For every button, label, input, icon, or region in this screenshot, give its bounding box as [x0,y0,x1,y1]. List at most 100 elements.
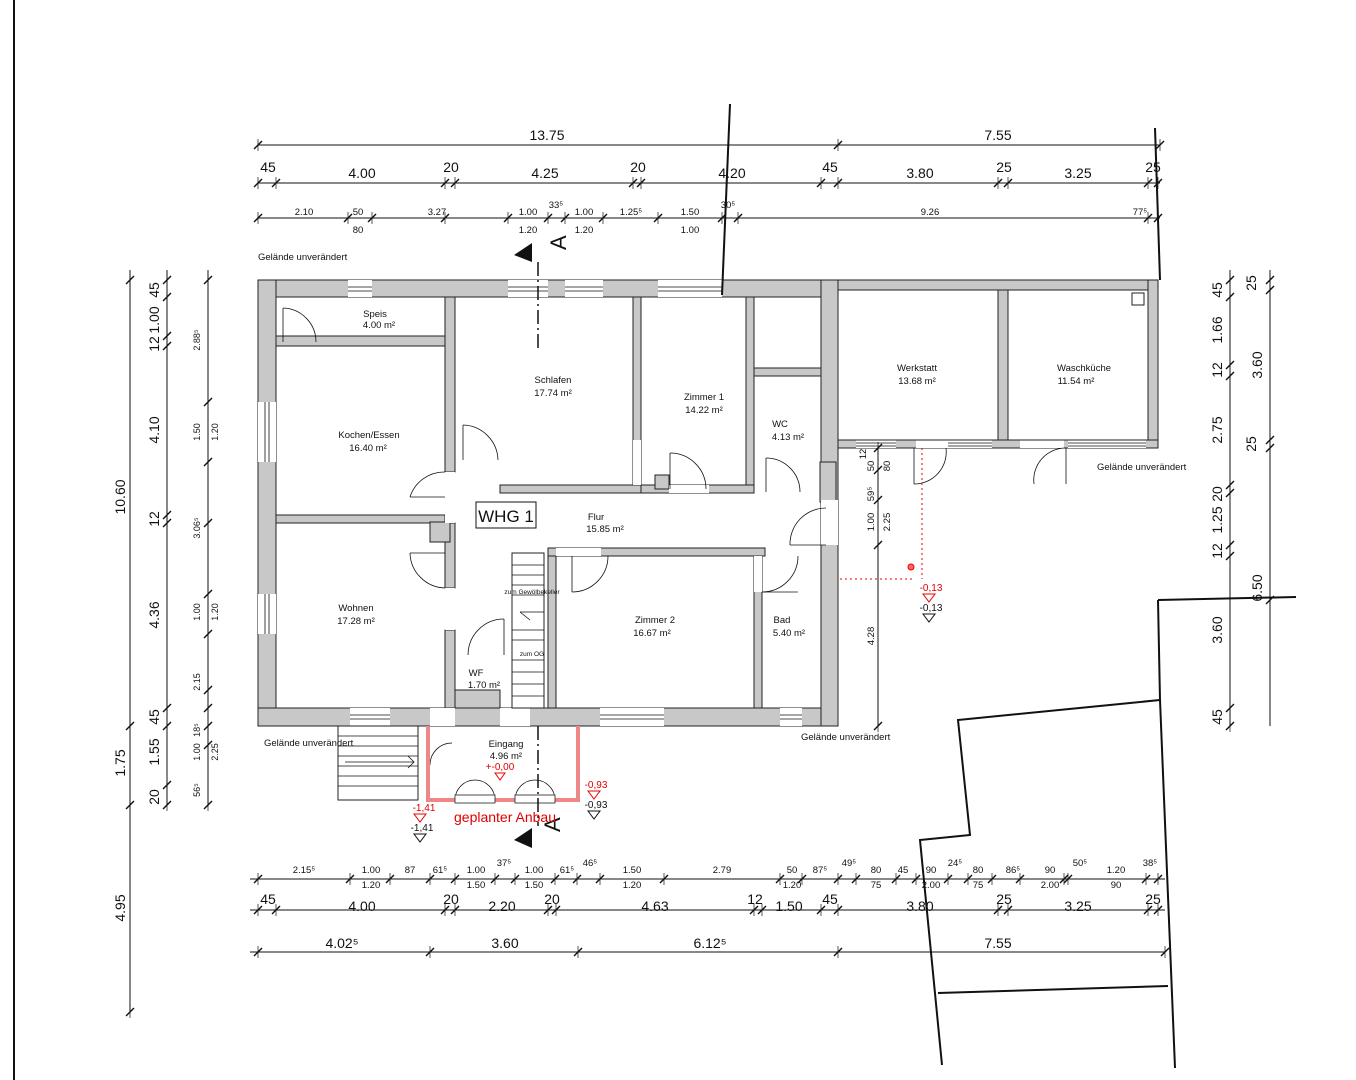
svg-text:4.28: 4.28 [866,627,877,646]
room-area-zimmer-2: 16.67 m² [633,628,671,639]
top-dims-row2: 45 4.00 20 4.25 20 4.20 45 3.80 25 3.25 … [260,159,1161,181]
svg-text:1.75: 1.75 [112,749,128,776]
room-name-kochen-essen: Kochen/Essen [338,430,399,441]
svg-text:1.50: 1.50 [681,207,700,218]
svg-text:25: 25 [1243,275,1259,291]
svg-text:1.20: 1.20 [1107,865,1126,876]
svg-text:6.12⁵: 6.12⁵ [693,935,726,951]
bottom-dims-row2: 45 4.00 20 2.20 20 4.63 12 1.50 45 3.80 … [260,891,1161,914]
stair-down-label: zum Gewölbekeller [504,589,560,596]
room-name-werkstatt: Werkstatt [897,363,937,374]
svg-text:90: 90 [926,865,937,876]
svg-text:80: 80 [871,865,882,876]
svg-text:2.88⁵: 2.88⁵ [192,329,202,351]
svg-text:1.50: 1.50 [775,898,802,914]
room-name-bad: Bad [774,615,791,626]
room-area-bad: 5.40 m² [773,628,805,639]
svg-text:45: 45 [822,159,838,175]
svg-text:18⁵: 18⁵ [192,723,202,737]
dim-top-total-right: 7.55 [984,127,1011,143]
svg-text:2.15: 2.15 [192,673,202,691]
terrain-label-top-left: Gelände unverändert [258,252,348,263]
svg-text:80: 80 [973,865,984,876]
svg-text:2.20: 2.20 [488,898,515,914]
svg-text:25: 25 [996,159,1012,175]
stairs: zum Gewölbekeller zum OG [337,552,560,801]
room-area-wc: 4.13 m² [772,432,804,443]
dimension-lines [129,144,1271,1012]
svg-text:3.25: 3.25 [1064,898,1091,914]
svg-text:6.50: 6.50 [1249,574,1265,601]
svg-text:4.02⁵: 4.02⁵ [325,935,358,951]
top-dims-row1: 13.75 7.55 [529,127,1011,143]
room-name-flur: Flur [588,512,604,523]
svg-text:2.75: 2.75 [1209,416,1225,443]
svg-text:45: 45 [1209,282,1225,298]
svg-text:1.00: 1.00 [519,207,538,218]
svg-text:4.20: 4.20 [718,165,745,181]
svg-text:61⁵: 61⁵ [560,865,575,876]
top-dims-row3: 2.10 50 80 3.27 1.00 1.20 33⁵ 1.00 1.20 … [295,200,1148,236]
level-markers: +-0,00 -1,41 -1,41 -0,93 -0,93 -0,13 -0,… [411,583,943,843]
svg-text:1.66: 1.66 [1209,316,1225,343]
room-name-wc: WC [772,419,788,430]
svg-text:12: 12 [858,449,869,460]
svg-text:45: 45 [1209,709,1225,725]
svg-text:37⁵: 37⁵ [497,858,512,869]
room-area-wohnen: 17.28 m² [337,616,375,627]
svg-text:45: 45 [146,282,162,298]
level-mid: -0,93 [585,800,608,811]
room-area-schlafen: 17.74 m² [534,388,572,399]
svg-text:10.60: 10.60 [112,479,128,514]
svg-text:1.00: 1.00 [192,743,202,761]
svg-text:12: 12 [146,336,162,352]
svg-text:38⁵: 38⁵ [1143,858,1158,869]
svg-text:1.25⁵: 1.25⁵ [620,207,642,218]
svg-text:4.00: 4.00 [348,898,375,914]
dimension-ticks [125,139,1275,1018]
svg-text:45: 45 [898,865,909,876]
svg-text:1.00: 1.00 [866,513,877,532]
svg-text:20: 20 [544,891,560,907]
svg-text:9.26: 9.26 [921,207,940,218]
svg-text:4.25: 4.25 [531,165,558,181]
right-dims-outer: 25 3.60 25 6.50 [1243,275,1265,602]
svg-text:1.00: 1.00 [192,603,202,621]
section-marker-bottom: A [514,726,565,848]
svg-text:45: 45 [146,709,162,725]
room-labels: Speis 4.00 m² Kochen/Essen 16.40 m² Schl… [337,309,1111,762]
stair-up-label: zum OG [520,651,544,658]
planned-extension-outline [426,448,923,804]
svg-text:2.00: 2.00 [922,880,941,891]
svg-text:1.00: 1.00 [525,865,544,876]
svg-text:1.50: 1.50 [525,880,544,891]
level-right-red: -0,13 [920,583,943,594]
svg-text:1.00: 1.00 [146,306,162,333]
svg-text:75: 75 [973,880,984,891]
svg-text:3.60: 3.60 [491,935,518,951]
terrain-label-bottom-right: Gelände unverändert [801,732,891,743]
svg-text:1.00: 1.00 [467,865,486,876]
svg-text:30⁵: 30⁵ [721,200,736,211]
dim-top-total-left: 13.75 [529,127,564,143]
room-name-speis: Speis [363,309,387,320]
terrain-label-right: Gelände unverändert [1097,462,1187,473]
svg-text:1.20: 1.20 [519,225,538,236]
apartment-label-box [475,501,537,529]
svg-text:75: 75 [871,880,882,891]
room-name-waschkueche: Waschküche [1057,363,1111,374]
svg-text:1.20: 1.20 [210,423,220,441]
svg-text:1.50: 1.50 [192,423,202,441]
svg-text:20: 20 [1209,486,1225,502]
svg-text:2.25: 2.25 [882,513,893,532]
svg-text:50: 50 [866,461,877,472]
svg-text:3.25: 3.25 [1064,165,1091,181]
room-name-schlafen: Schlafen [535,375,572,386]
svg-text:2.10: 2.10 [295,207,314,218]
svg-text:2.25: 2.25 [210,743,220,761]
svg-text:3.60: 3.60 [1249,351,1265,378]
svg-text:45: 45 [260,159,276,175]
room-area-zimmer-1: 14.22 m² [685,405,723,416]
section-marker-top: A [514,235,571,350]
